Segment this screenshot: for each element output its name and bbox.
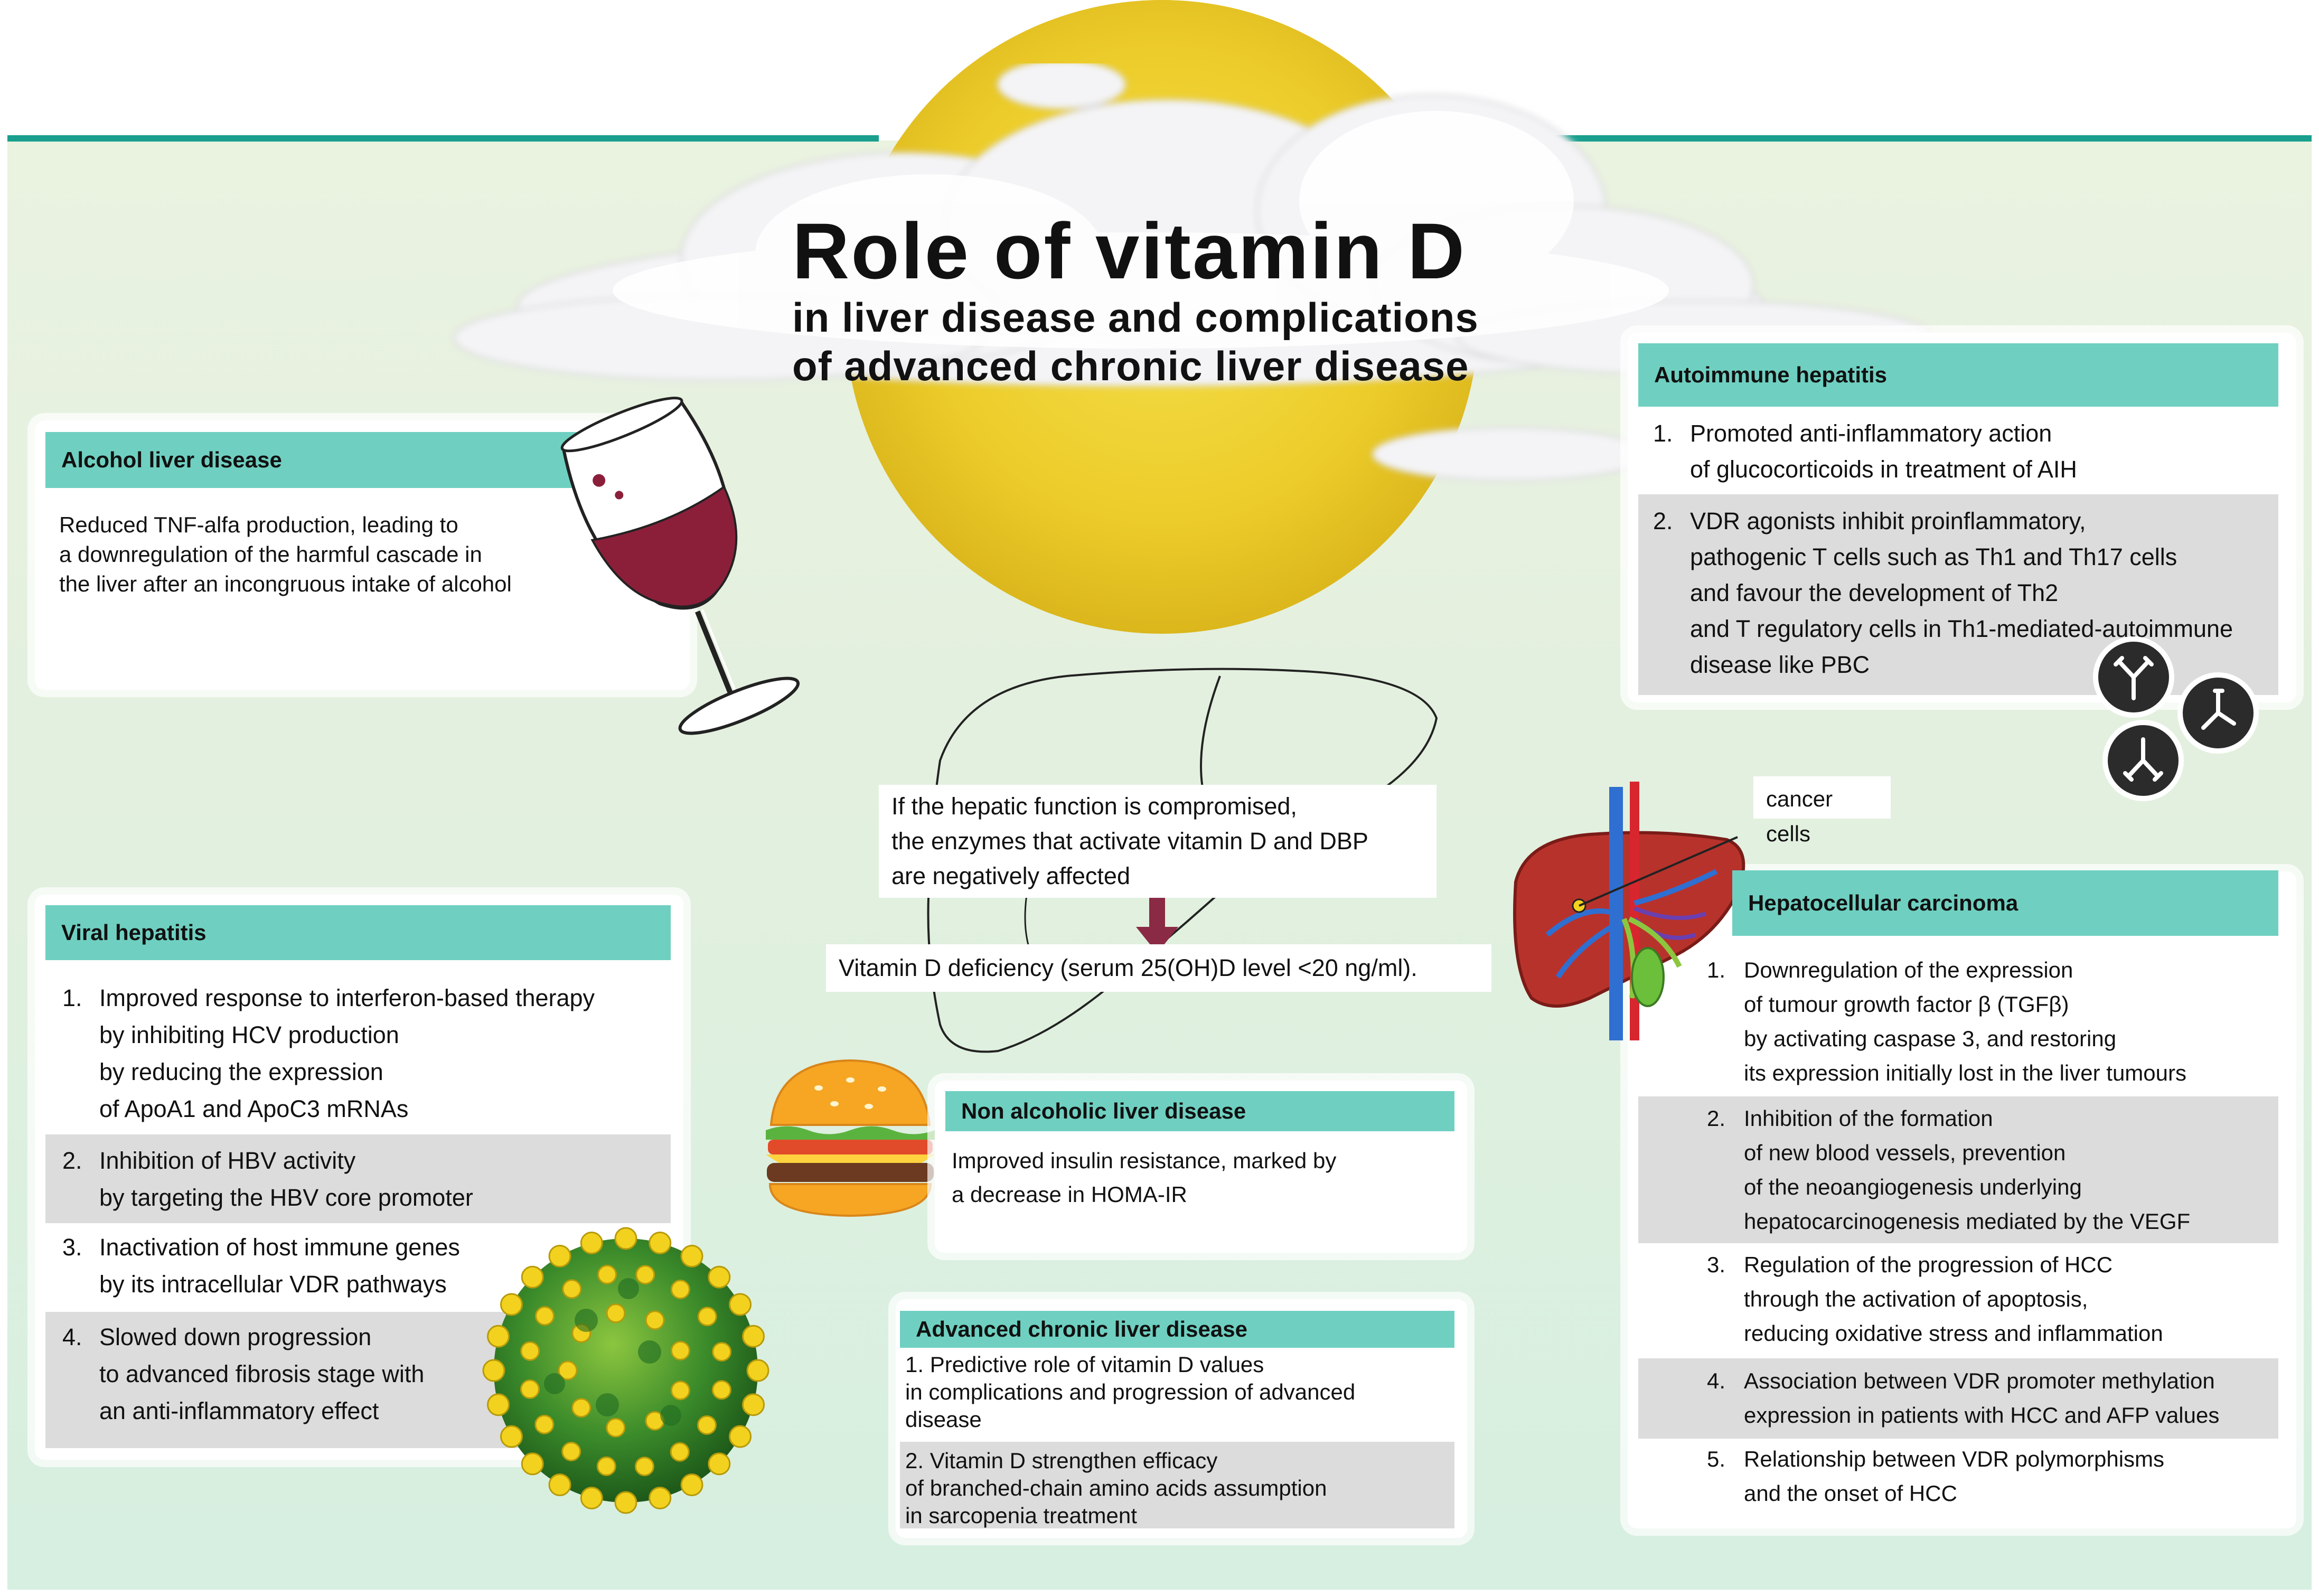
virus-spike bbox=[482, 1359, 505, 1382]
nafld-heading: Non alcoholic liver disease bbox=[945, 1091, 1454, 1131]
virus-spike bbox=[729, 1425, 752, 1448]
virus-spike bbox=[614, 1227, 637, 1250]
virus-spike bbox=[561, 1441, 581, 1461]
virus-spike bbox=[697, 1307, 717, 1327]
virus-spike bbox=[741, 1393, 765, 1416]
virus-icon bbox=[482, 1227, 769, 1514]
viral-item-1: 1. Improved response to interferon-based… bbox=[62, 984, 595, 1122]
hcc-item-1: 1. Downregulation of the expression of t… bbox=[1707, 957, 2186, 1085]
virus-spike bbox=[580, 1232, 603, 1255]
alcohol-heading: Alcohol liver disease bbox=[45, 432, 600, 488]
virus-spike bbox=[606, 1417, 626, 1438]
virus-spike bbox=[571, 1398, 592, 1418]
virus-spike bbox=[634, 1457, 654, 1477]
hcc-item-5: 5. Relationship between VDR polymorphism… bbox=[1707, 1447, 2165, 1506]
acld-item-2: 2. Vitamin D strengthen efficacy of bran… bbox=[905, 1448, 1327, 1528]
virus-spike bbox=[548, 1244, 571, 1268]
virus-spike bbox=[521, 1452, 544, 1476]
hcc-heading: Hepatocellular carcinoma bbox=[1732, 870, 2278, 936]
viral-item-4: 4. Slowed down progression to advanced f… bbox=[62, 1323, 425, 1424]
virus-spike bbox=[548, 1473, 571, 1497]
hcc-item-4: 4. Association between VDR promoter meth… bbox=[1707, 1368, 2220, 1428]
top-divider-left bbox=[7, 135, 879, 142]
acld-item-1: 1. Predictive role of vitamin D values i… bbox=[905, 1352, 1356, 1432]
antibody-icons bbox=[2093, 636, 2259, 801]
viral-item-2: 2. Inhibition of HBV activity by targeti… bbox=[62, 1147, 473, 1211]
virus-spike bbox=[670, 1280, 690, 1300]
virus-spike bbox=[729, 1293, 752, 1316]
virus-spike bbox=[487, 1393, 510, 1416]
virus-spike bbox=[697, 1415, 717, 1435]
virus-spike bbox=[741, 1325, 765, 1348]
viral-heading: Viral hepatitis bbox=[45, 905, 671, 960]
hcc-item-4-bg bbox=[1638, 1358, 2278, 1439]
virus-spike bbox=[521, 1265, 544, 1289]
virus-spike bbox=[670, 1340, 690, 1360]
virus-spike bbox=[680, 1473, 703, 1497]
virus-spike bbox=[645, 1310, 665, 1330]
wine-glass-icon bbox=[560, 397, 800, 735]
virus-spike bbox=[635, 1265, 655, 1285]
page-subtitle-line-1: in liver disease and complications bbox=[792, 294, 1479, 341]
nafld-text: Improved insulin resistance, marked by a… bbox=[952, 1148, 1337, 1207]
cloud-illustration bbox=[453, 63, 1933, 482]
cancer-cells-label: cancer cells bbox=[1753, 776, 1891, 846]
virus-spike bbox=[708, 1265, 731, 1289]
acld-heading: Advanced chronic liver disease bbox=[900, 1311, 1454, 1348]
hepatic-function-note: If the hepatic function is compromised, … bbox=[879, 785, 1437, 898]
virus-spike bbox=[670, 1381, 690, 1401]
autoimmune-item-1: 1. Promoted anti-inflammatory action of … bbox=[1653, 420, 2077, 483]
virus-spike bbox=[520, 1341, 540, 1361]
viral-item-2-bg bbox=[45, 1134, 671, 1223]
virus-spike bbox=[746, 1359, 769, 1382]
vitamin-d-deficiency-note: Vitamin D deficiency (serum 25(OH)D leve… bbox=[826, 944, 1491, 992]
virus-spike bbox=[534, 1414, 555, 1434]
alcohol-text: Reduced TNF-alfa production, leading to … bbox=[59, 512, 512, 596]
virus-spike bbox=[606, 1303, 626, 1323]
page-title: Role of vitamin D bbox=[792, 206, 1467, 295]
virus-spike bbox=[487, 1325, 510, 1348]
title-block: Role of vitamin D in liver disease and c… bbox=[792, 209, 1542, 390]
virus-spike bbox=[708, 1452, 731, 1476]
virus-spike bbox=[580, 1486, 603, 1509]
autoimmune-item-2-bg bbox=[1638, 494, 2278, 695]
virus-spike bbox=[711, 1380, 731, 1400]
virus-spike bbox=[520, 1379, 540, 1399]
virus-spike bbox=[596, 1456, 616, 1476]
liver-cancer-icon bbox=[1513, 782, 1745, 1040]
virus-spike bbox=[712, 1342, 732, 1362]
page-subtitle-line-2: of advanced chronic liver disease bbox=[792, 343, 1469, 389]
hcc-item-2: 2. Inhibition of the formation of new bl… bbox=[1707, 1106, 2191, 1234]
top-divider-right bbox=[1442, 135, 2312, 142]
virus-spike bbox=[500, 1293, 523, 1316]
virus-spike bbox=[597, 1264, 617, 1284]
virus-spike bbox=[614, 1491, 637, 1514]
viral-item-3: 3. Inactivation of host immune genes by … bbox=[62, 1234, 460, 1298]
virus-spike bbox=[649, 1232, 672, 1255]
virus-spike bbox=[535, 1306, 555, 1326]
burger-icon bbox=[766, 1059, 935, 1217]
virus-spike bbox=[670, 1442, 690, 1462]
hcc-item-2-bg bbox=[1638, 1096, 2278, 1243]
down-arrow-icon bbox=[1136, 898, 1178, 953]
acld-item-2-bg bbox=[900, 1442, 1454, 1528]
hcc-item-3: 3. Regulation of the progression of HCC … bbox=[1707, 1252, 2163, 1346]
virus-spike bbox=[558, 1360, 578, 1381]
virus-spike bbox=[562, 1279, 582, 1299]
virus-spike bbox=[649, 1486, 672, 1509]
autoimmune-heading: Autoimmune hepatitis bbox=[1638, 343, 2278, 407]
virus-spike bbox=[500, 1425, 523, 1448]
virus-spike bbox=[680, 1244, 703, 1268]
